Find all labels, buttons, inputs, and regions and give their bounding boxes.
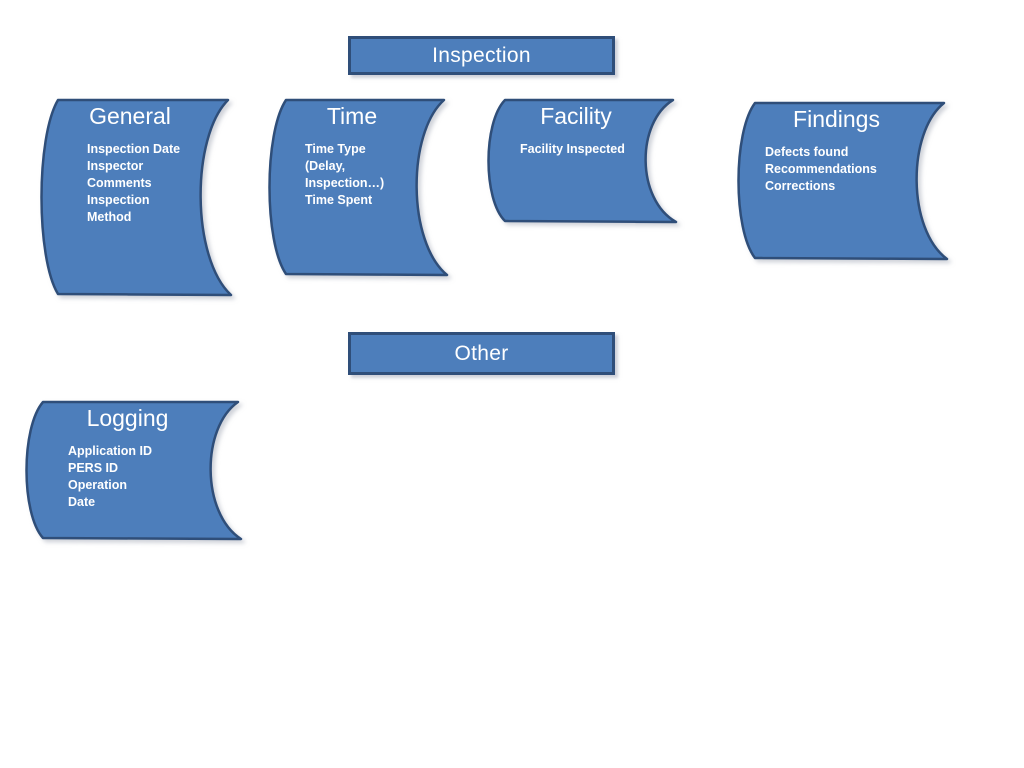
panel-title: Logging: [86, 405, 169, 431]
curved-scroll-shape: [487, 98, 678, 224]
panel-field-line: Method: [87, 210, 132, 224]
panel-fields: Time Type (Delay, Inspection…) Time Spent: [305, 141, 410, 209]
panel-field-line: Inspection: [87, 193, 150, 207]
other-section-box: Other: [348, 332, 615, 375]
panel-fields: Facility Inspected: [520, 141, 639, 158]
other-section-label: Other: [454, 341, 509, 365]
panel-title: Time: [326, 103, 378, 129]
panel-title: Findings: [793, 106, 880, 132]
panel-field-line: Date: [68, 495, 96, 509]
panel-field-line: Operation: [68, 478, 128, 492]
panel-field-line: Application ID: [68, 444, 153, 458]
panel-field-line: Time Spent: [305, 193, 373, 207]
inspection-section-label: Inspection: [432, 43, 531, 67]
panel-field-line: PERS ID: [68, 461, 119, 475]
curved-scroll-shape: [268, 98, 449, 277]
curved-scroll-shape: [40, 98, 233, 297]
panel-field-line: Recommendations: [765, 162, 877, 176]
facility-panel: Facility Facility Inspected: [487, 97, 679, 225]
inspection-section-box: Inspection: [348, 36, 615, 75]
time-panel: Time Time Type (Delay, Inspection…) Time Sp…: [268, 97, 450, 278]
panel-field-line: Inspection Date: [87, 142, 181, 156]
curved-scroll-shape: [737, 101, 949, 261]
panel-title: Facility: [540, 103, 612, 129]
panel-field-line: Facility Inspected: [520, 142, 625, 156]
panel-field-line: Inspection…): [305, 176, 385, 190]
panel-field-line: Defects found: [765, 145, 849, 159]
panel-field-line: Inspector: [87, 159, 144, 173]
panel-field-line: Corrections: [765, 179, 836, 193]
panel-title: General: [89, 103, 171, 129]
panel-field-line: Comments: [87, 176, 152, 190]
panel-field-line: Time Type: [305, 142, 366, 156]
panel-field-line: (Delay,: [305, 159, 346, 173]
curved-scroll-shape: [25, 400, 243, 541]
